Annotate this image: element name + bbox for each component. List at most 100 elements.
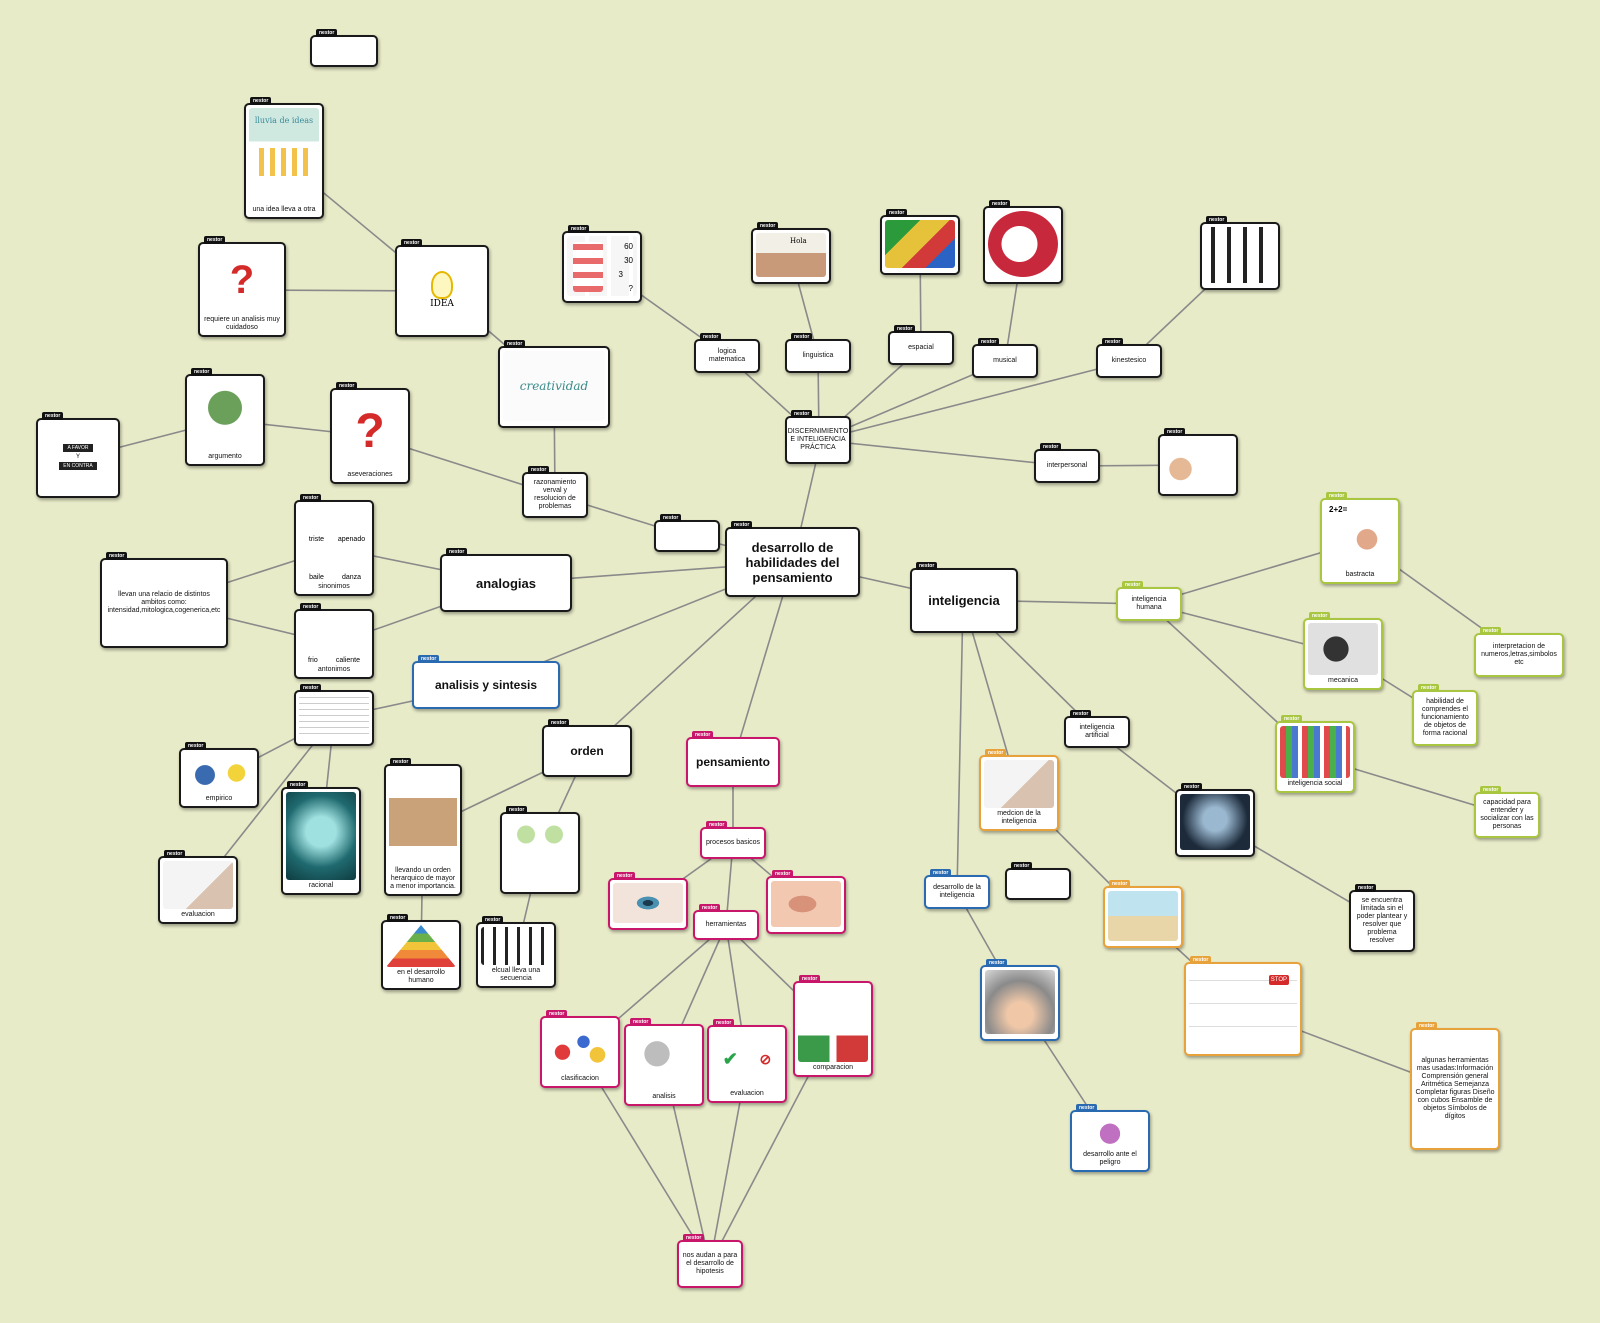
node-inteligencia-artificial[interactable]: nestor inteligencia artificial [1064, 710, 1130, 748]
node-llevan-relacion[interactable]: nestor llevan una relacio de distintos a… [100, 552, 228, 648]
author-tag: nestor [106, 552, 128, 560]
buttons-figure-image [798, 986, 868, 1062]
node-logica[interactable]: nestor logica matematica [694, 333, 760, 373]
image-antonimos[interactable]: nestor frio caliente antonimos [294, 603, 374, 679]
node-discernimiento[interactable]: nestor DISCERNIMIENTO E INTELIGENCIA PRÁ… [785, 410, 851, 464]
image-requiere[interactable]: nestor ? requiere un analisis muy cuidad… [198, 236, 286, 337]
node-orden[interactable]: nestor orden [542, 719, 632, 777]
image-idea[interactable]: nestor IDEA [395, 239, 489, 337]
node-empty-right[interactable]: nestor [1005, 862, 1071, 900]
node-capacidad[interactable]: nestor capacidad para entender y sociali… [1474, 786, 1540, 838]
image-test-sheet[interactable]: nestor STOP [1184, 956, 1302, 1056]
node-espacial[interactable]: nestor espacial [888, 325, 954, 365]
image-bastracta[interactable]: nestor 2+2= bastracta [1320, 492, 1400, 584]
author-tag: nestor [731, 521, 753, 529]
image-dialogue[interactable]: nestor [500, 806, 580, 894]
image-evaluacion-a[interactable]: nestor evaluacion [158, 850, 238, 924]
node-interpersonal[interactable]: nestor interpersonal [1034, 443, 1100, 483]
node-empty-top[interactable]: nestor [310, 29, 378, 67]
author-tag: nestor [1070, 710, 1092, 718]
a-favor-sign: A FAVOR [63, 444, 93, 452]
signs-image: A FAVOR Y EN CONTRA [41, 423, 115, 491]
image-linguistica[interactable]: nestor Hola [751, 222, 831, 284]
node-empty-center[interactable]: nestor [654, 514, 720, 552]
image-ear[interactable]: nestor [766, 870, 846, 934]
image-kinestesico[interactable]: nestor [1200, 216, 1280, 290]
node-inteligencia[interactable]: nestor inteligencia [910, 562, 1018, 633]
image-clasificacion[interactable]: nestor clasificacion [540, 1010, 620, 1088]
image-aseveraciones[interactable]: nestor ? aseveraciones [330, 382, 410, 484]
author-tag: nestor [300, 684, 322, 692]
image-comparacion[interactable]: nestor comparacion [793, 975, 873, 1077]
image-document[interactable]: nestor [294, 684, 374, 746]
lego-blocks-image [885, 220, 955, 268]
image-baby[interactable]: nestor [980, 959, 1060, 1041]
flower-icon [573, 242, 603, 292]
image-evaluacion-b[interactable]: nestor ✔ ⊘ evaluacion [707, 1019, 787, 1103]
node-pensamiento[interactable]: nestor pensamiento [686, 731, 780, 787]
image-sinonimos[interactable]: nestor triste apenado baile danza sinoni… [294, 494, 374, 596]
girl-thinking-image: 2+2= [1325, 503, 1395, 569]
author-tag: nestor [1418, 684, 1440, 692]
node-interpretacion[interactable]: nestor interpretacion de numeros,letras,… [1474, 627, 1564, 677]
node-linguistica[interactable]: nestor linguistica [785, 333, 851, 373]
node-label: desarrollo de la inteligencia [933, 884, 981, 899]
lightbulb-idea-image: IDEA [400, 250, 484, 330]
node-analogias[interactable]: nestor analogias [440, 548, 572, 612]
magnifier-figure-image [629, 1029, 699, 1091]
node-herramientas[interactable]: nestor herramientas [693, 904, 759, 940]
author-tag: nestor [1164, 428, 1186, 436]
danza-text: danza [341, 574, 362, 581]
author-tag: nestor [316, 29, 338, 37]
node-label: desarrollo ante el peligro [1083, 1151, 1137, 1166]
image-argumento[interactable]: nestor argumento [185, 368, 265, 466]
node-label: mecanica [1328, 677, 1358, 684]
image-musical[interactable]: nestor [983, 200, 1063, 284]
author-tag: nestor [1480, 786, 1502, 794]
stick-figures-image [505, 817, 575, 887]
image-robot[interactable]: nestor [1175, 783, 1255, 857]
image-elcual[interactable]: nestor elcual lleva una secuencia [476, 916, 556, 988]
node-habilidad[interactable]: nestor habilidad de comprendes el funcio… [1412, 684, 1478, 746]
node-label: sinonimos [318, 583, 350, 590]
node-analisis-sintesis[interactable]: nestor analisis y sintesis [412, 655, 560, 709]
image-mecanica[interactable]: nestor mecanica [1303, 612, 1383, 690]
author-tag: nestor [191, 368, 213, 376]
central-topic[interactable]: nestor desarrollo de habilidades del pen… [725, 521, 860, 597]
image-llevando-orden[interactable]: nestor llevando un orden herarquico de m… [384, 758, 462, 896]
image-therapy[interactable]: nestor [1103, 880, 1183, 948]
node-herramientas-usadas[interactable]: nestor algunas herramientas mas usadas:I… [1410, 1022, 1500, 1150]
node-inteligencia-humana[interactable]: nestor inteligencia humana [1116, 581, 1182, 621]
image-una-idea[interactable]: nestor lluvia de ideas una idea lleva a … [244, 97, 324, 219]
image-interpersonal[interactable]: nestor [1158, 428, 1238, 496]
node-nos-ayudan[interactable]: nestor nos audan a para el desarrollo de… [677, 1234, 743, 1288]
image-inteligencia-social[interactable]: nestor inteligencia social [1275, 715, 1355, 793]
image-espacial[interactable]: nestor [880, 209, 960, 275]
image-logica[interactable]: nestor 60 30 3 ? [562, 225, 642, 303]
image-medicion[interactable]: nestor medcion de la inteligencia [979, 749, 1059, 831]
author-tag: nestor [1190, 956, 1212, 964]
author-tag: nestor [986, 959, 1008, 967]
node-label: bastracta [1345, 571, 1375, 578]
image-analisis[interactable]: nestor analisis [624, 1018, 704, 1106]
node-desarrollo-inteligencia[interactable]: nestor desarrollo de la inteligencia [924, 869, 990, 909]
node-kinestesico[interactable]: nestor kinestesico [1096, 338, 1162, 378]
social-network-image [1163, 439, 1233, 489]
author-tag: nestor [250, 97, 272, 105]
node-musical[interactable]: nestor musical [972, 338, 1038, 378]
node-se-encuentra[interactable]: nestor se encuentra limitada sin el pode… [1349, 884, 1415, 952]
node-label: espacial [908, 344, 934, 351]
node-razonamiento[interactable]: nestor razonamiento verval y resolucion … [522, 466, 588, 518]
node-label: algunas herramientas mas usadas:Informac… [1415, 1057, 1495, 1120]
image-desarrollo-peligro[interactable]: nestor desarrollo ante el peligro [1070, 1104, 1150, 1172]
image-eye[interactable]: nestor [608, 872, 688, 930]
stop-sign: STOP [1268, 975, 1289, 985]
lightbulb-icon [431, 271, 453, 299]
image-desarrollo-humano[interactable]: nestor en el desarrollo humano [381, 914, 461, 990]
image-racional[interactable]: nestor racional [281, 781, 361, 895]
image-a-favor[interactable]: nestor A FAVOR Y EN CONTRA [36, 412, 120, 498]
image-empirico[interactable]: nestor empirico [179, 742, 259, 808]
author-tag: nestor [1109, 880, 1131, 888]
node-procesos-basicos[interactable]: nestor procesos basicos [700, 821, 766, 859]
image-creatividad[interactable]: nestor creatividad [498, 340, 610, 428]
